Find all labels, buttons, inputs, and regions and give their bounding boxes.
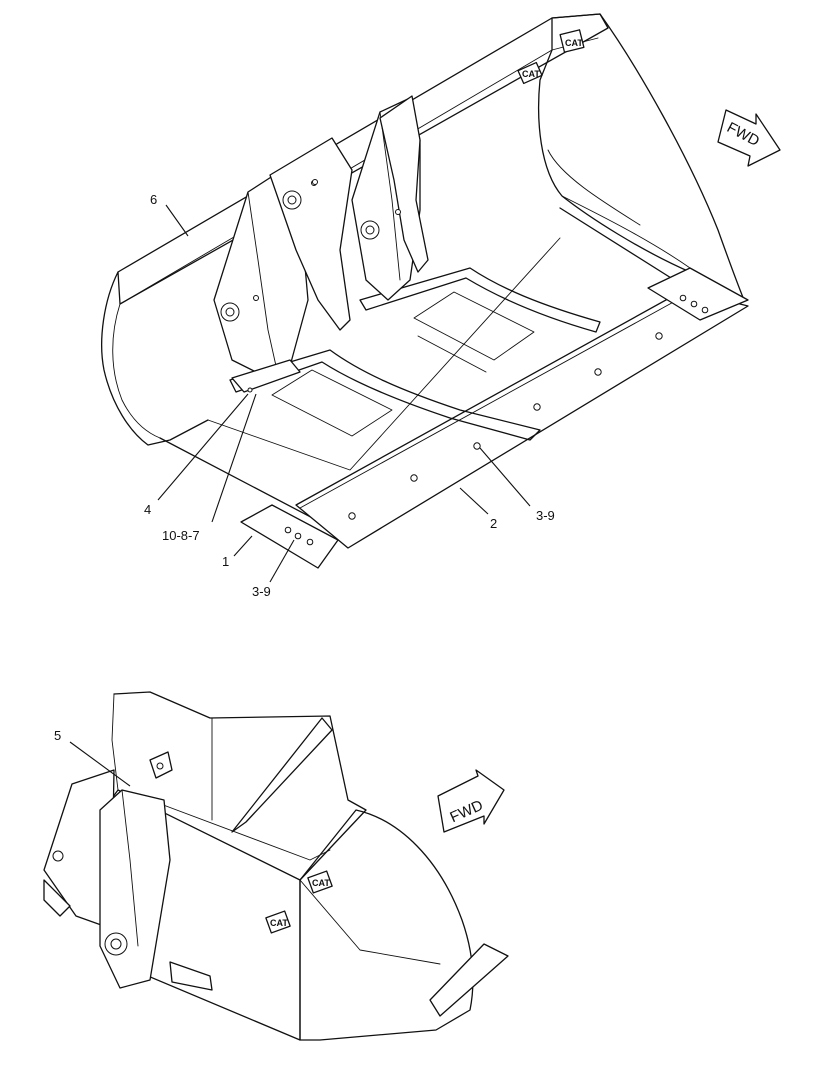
- callout-10-8-7: 10-8-7: [162, 528, 200, 543]
- end-bit-left: [240, 504, 339, 569]
- bucket-top-view: CAT CAT FWD 6 4 10-8-7 1 3-9 2 3-9: [101, 13, 781, 599]
- svg-text:CAT: CAT: [565, 38, 583, 48]
- bolt-hole: [594, 368, 602, 376]
- bolt-hole: [410, 474, 418, 482]
- svg-text:CAT: CAT: [312, 878, 330, 888]
- leader-10-8-7: [211, 393, 257, 523]
- wear-strip: [413, 291, 535, 361]
- leader-5: [69, 741, 131, 787]
- fwd-arrow-icon: [717, 109, 781, 167]
- callout-5: 5: [54, 728, 61, 743]
- bolt-hole: [701, 306, 709, 314]
- hinge-bracket-left: [213, 137, 353, 373]
- fwd-arrow-bottom: FWD: [437, 769, 505, 833]
- rear-hinge-assembly: [43, 751, 213, 991]
- leader-3-9-left: [269, 539, 295, 583]
- svg-text:CAT: CAT: [270, 918, 288, 928]
- rear-top-crease: [111, 693, 119, 791]
- leader-4: [157, 393, 249, 501]
- fwd-arrow-top: FWD: [717, 109, 781, 167]
- bucket-right-side-lip: [561, 195, 707, 279]
- floor-liner-bar-2: [359, 267, 601, 333]
- bucket-rear-view: CAT CAT FWD 5: [43, 691, 509, 1041]
- cutting-edge-bevel: [299, 293, 689, 509]
- bolt-hole: [348, 512, 356, 520]
- bolt-hole: [473, 442, 481, 450]
- end-bit-right: [647, 267, 749, 321]
- bolt-hole: [306, 538, 314, 546]
- callout-4: 4: [144, 502, 151, 517]
- bucket-right-inner-curve: [547, 149, 641, 226]
- callout-1: 1: [222, 554, 229, 569]
- bucket-floor-crease: [207, 237, 561, 471]
- cat-logo-back: CAT: [517, 61, 543, 85]
- cat-logo-side: CAT: [559, 29, 585, 53]
- bolt-hole: [533, 403, 541, 411]
- svg-text:CAT: CAT: [522, 69, 540, 79]
- bolt-hole: [679, 294, 687, 302]
- rear-body-fold: [149, 799, 331, 861]
- callout-2: 2: [490, 516, 497, 531]
- leader-1: [233, 535, 253, 557]
- fwd-arrow-icon: [437, 769, 505, 833]
- bolt-hole: [294, 532, 302, 540]
- bolt-hole: [247, 387, 253, 393]
- bucket-right-side-plate: [538, 13, 745, 301]
- cutting-edge-plate: [295, 289, 749, 549]
- leader-2: [459, 487, 489, 515]
- rear-gusset: [231, 717, 333, 833]
- leader-3-9-right: [479, 447, 531, 507]
- rear-top-edge: [113, 691, 367, 881]
- cat-logo-upper: CAT: [307, 870, 333, 894]
- callout-6: 6: [150, 192, 157, 207]
- wear-strip: [271, 369, 393, 437]
- bucket-left-side-inner: [112, 303, 161, 439]
- callout-3-9-left: 3-9: [252, 584, 271, 599]
- rear-cutting-edge: [429, 943, 509, 1017]
- wear-strip: [417, 335, 487, 373]
- bucket-back-top-edge: [117, 13, 609, 305]
- mounting-plate: [231, 359, 301, 393]
- floor-liner-bar: [229, 349, 541, 441]
- bolt-hole: [690, 300, 698, 308]
- cat-logo-lower: CAT: [265, 910, 291, 934]
- hinge-bracket-right: [312, 95, 429, 301]
- callout-3-9-right: 3-9: [536, 508, 555, 523]
- bolt-hole: [655, 332, 663, 340]
- rear-side-plate: [299, 809, 474, 1041]
- leader-6: [165, 204, 189, 237]
- bucket-left-side-plate: [101, 271, 209, 446]
- rear-side-inner: [299, 879, 441, 965]
- bolt-hole: [284, 526, 292, 534]
